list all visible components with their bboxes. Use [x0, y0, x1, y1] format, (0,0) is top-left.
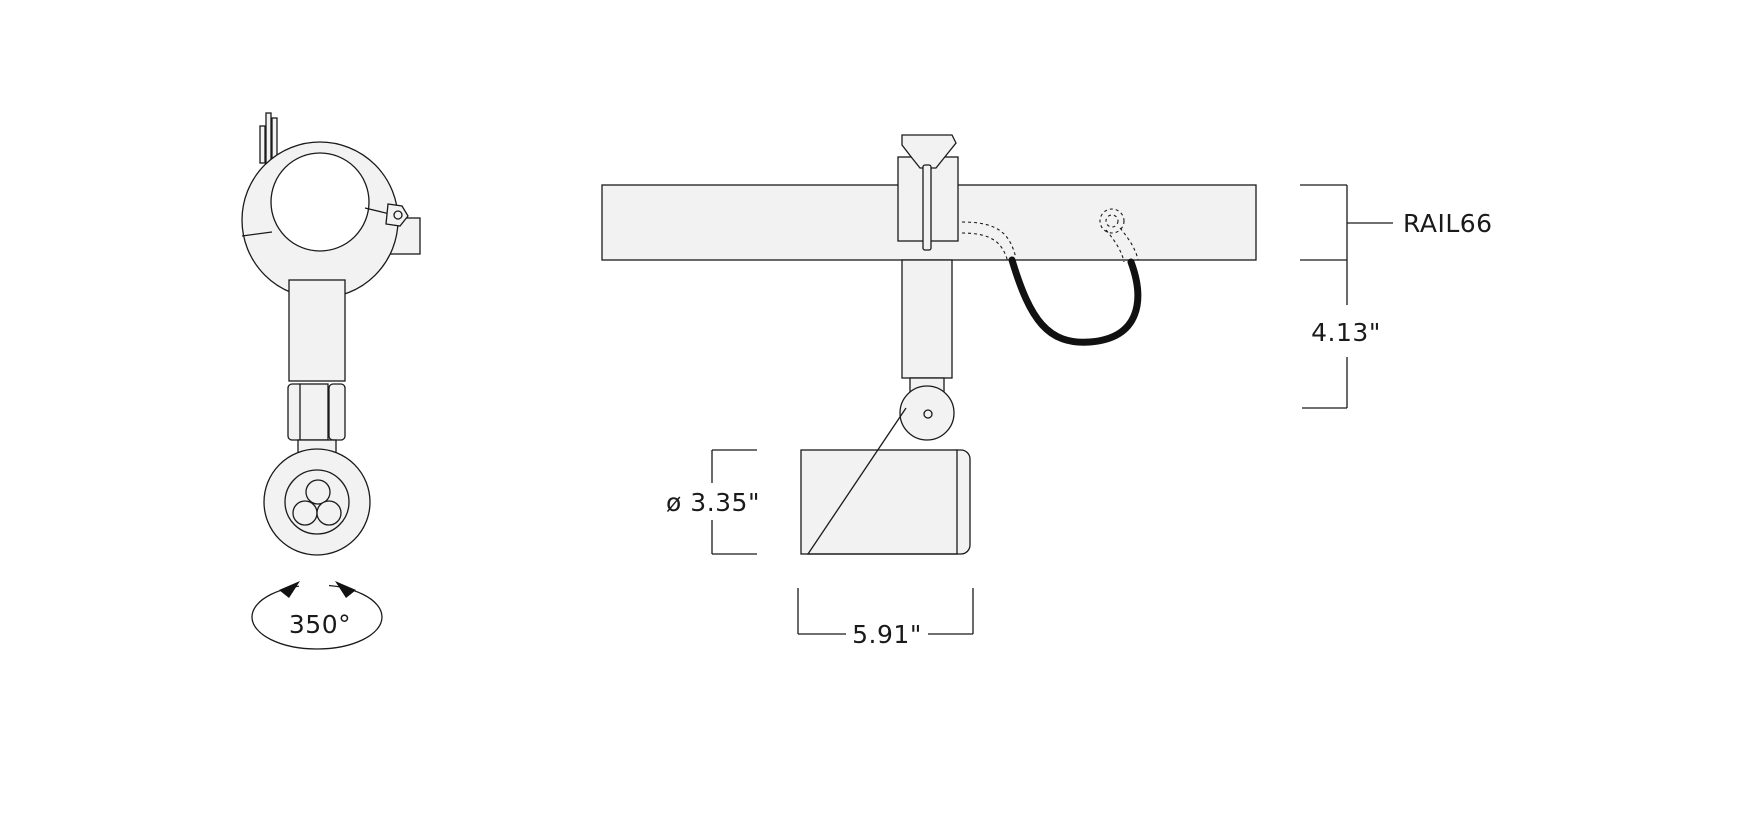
- rotation-label: 350°: [289, 610, 351, 639]
- clamp-gap: [241, 231, 273, 237]
- head-body: [800, 449, 958, 555]
- yoke-arm: [807, 407, 907, 555]
- clamp-ring-opening: [270, 152, 370, 252]
- clamp-hinge-pin: [393, 210, 403, 220]
- length-label: 5.91": [852, 620, 922, 649]
- adapter-slot: [922, 164, 932, 251]
- power-cable: [1008, 256, 1142, 346]
- rail-connector-outer: [1099, 208, 1125, 234]
- side-stem: [288, 279, 346, 382]
- dimension-length: 5.91": [797, 588, 974, 649]
- drop-height-label: 4.13": [1311, 318, 1381, 347]
- side-knuckle-right: [328, 383, 346, 441]
- dimension-diameter: ø 3.35": [666, 449, 760, 555]
- internal-wire: [1105, 229, 1125, 263]
- side-knuckle-center: [299, 383, 329, 441]
- dimension-rail: RAIL66: [1300, 184, 1493, 261]
- clamp-pin: [265, 112, 272, 164]
- rotation-arrow-left: [279, 581, 300, 598]
- internal-wire: [961, 232, 1009, 263]
- pivot-screw: [923, 409, 933, 419]
- led-lens: [305, 479, 331, 505]
- clamp-pin: [259, 125, 266, 164]
- led-lens: [316, 500, 342, 526]
- internal-wire: [1119, 227, 1139, 261]
- adapter-cap: [901, 134, 957, 169]
- led-lens: [292, 500, 318, 526]
- rotation-gap: [299, 580, 329, 592]
- rail-connector-inner: [1105, 214, 1119, 228]
- diameter-label: ø 3.35": [666, 488, 760, 517]
- front-stem: [901, 259, 953, 379]
- dimension-drop-height: 4.13": [1302, 260, 1381, 409]
- front-view: [601, 134, 1257, 555]
- side-view: 350°: [241, 112, 421, 650]
- rotation-arrow-right: [335, 581, 356, 598]
- rail-label: RAIL66: [1403, 209, 1493, 238]
